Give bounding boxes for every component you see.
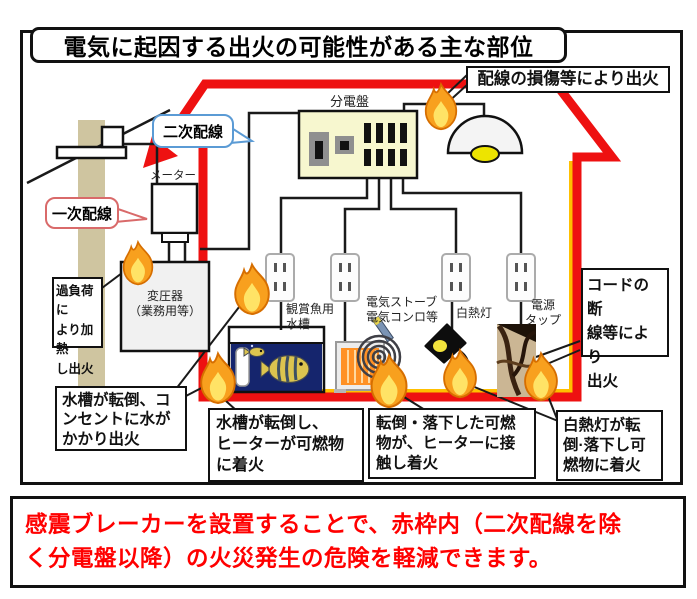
pole-box <box>100 125 125 149</box>
primary-bubble-tail <box>114 206 148 224</box>
outlets <box>265 253 536 302</box>
meter-box <box>150 182 199 243</box>
callout-tank-heater: 水槽が転倒し、 ヒーターが可燃物 に着火 <box>208 408 364 482</box>
callout-tank-outlet: 水槽が転倒、コ ンセントに水が かかり出火 <box>55 386 187 451</box>
outlet-3 <box>441 253 471 302</box>
transformer-label: 変圧器 （業務用等） <box>128 289 201 318</box>
incandescent-lamp-label: 白熱灯 <box>456 306 493 320</box>
aquarium-heater <box>235 347 250 387</box>
fish-small <box>243 347 265 357</box>
yellow-accent-line <box>206 161 573 393</box>
fish-large <box>260 354 310 384</box>
outlet-2 <box>330 253 360 302</box>
page-title: 電気に起因する出火の可能性がある主な部位 <box>30 27 567 63</box>
distribution-board <box>297 109 419 180</box>
secondary-wiring-bubble: 二次配線 <box>152 114 234 148</box>
callout-fallen-combustibles: 転倒・落下した可燃 物が、ヒーターに接 触し着火 <box>368 408 536 479</box>
aquarium-label: 観賞魚用 水槽 <box>286 302 335 331</box>
power-tap-label: 電源 タップ <box>524 298 561 327</box>
aquarium <box>227 325 326 394</box>
callout-overload: 過負荷に より加熱 し出火 <box>52 277 103 376</box>
pole-crossarm <box>55 145 128 160</box>
callout-wiring-damage: 配線の損傷等により出火 <box>466 66 670 93</box>
meter-label: メーター <box>150 170 196 182</box>
flame-icon-wiring <box>424 83 458 131</box>
flame-icon-transformer <box>122 241 154 286</box>
outlet-4 <box>506 253 536 302</box>
callout-lamp-fall: 白熱灯が転 倒·落下し可 燃物に着火 <box>556 410 663 481</box>
callout-cord-break: コードの断 線等により 出火 <box>581 268 669 390</box>
outlet-1 <box>265 253 295 302</box>
electric-stove-label: 電気ストーブ 電気コンロ等 <box>366 295 439 324</box>
pendant-lamp <box>446 114 524 163</box>
distribution-board-label: 分電盤 <box>330 94 370 109</box>
banner-note: 感震ブレーカーを設置することで、赤枠内（二次配線を除 く分電盤以降）の火災発生の… <box>10 496 686 588</box>
primary-wiring-bubble: 一次配線 <box>45 197 119 229</box>
flame-icon-outlet <box>234 263 270 316</box>
